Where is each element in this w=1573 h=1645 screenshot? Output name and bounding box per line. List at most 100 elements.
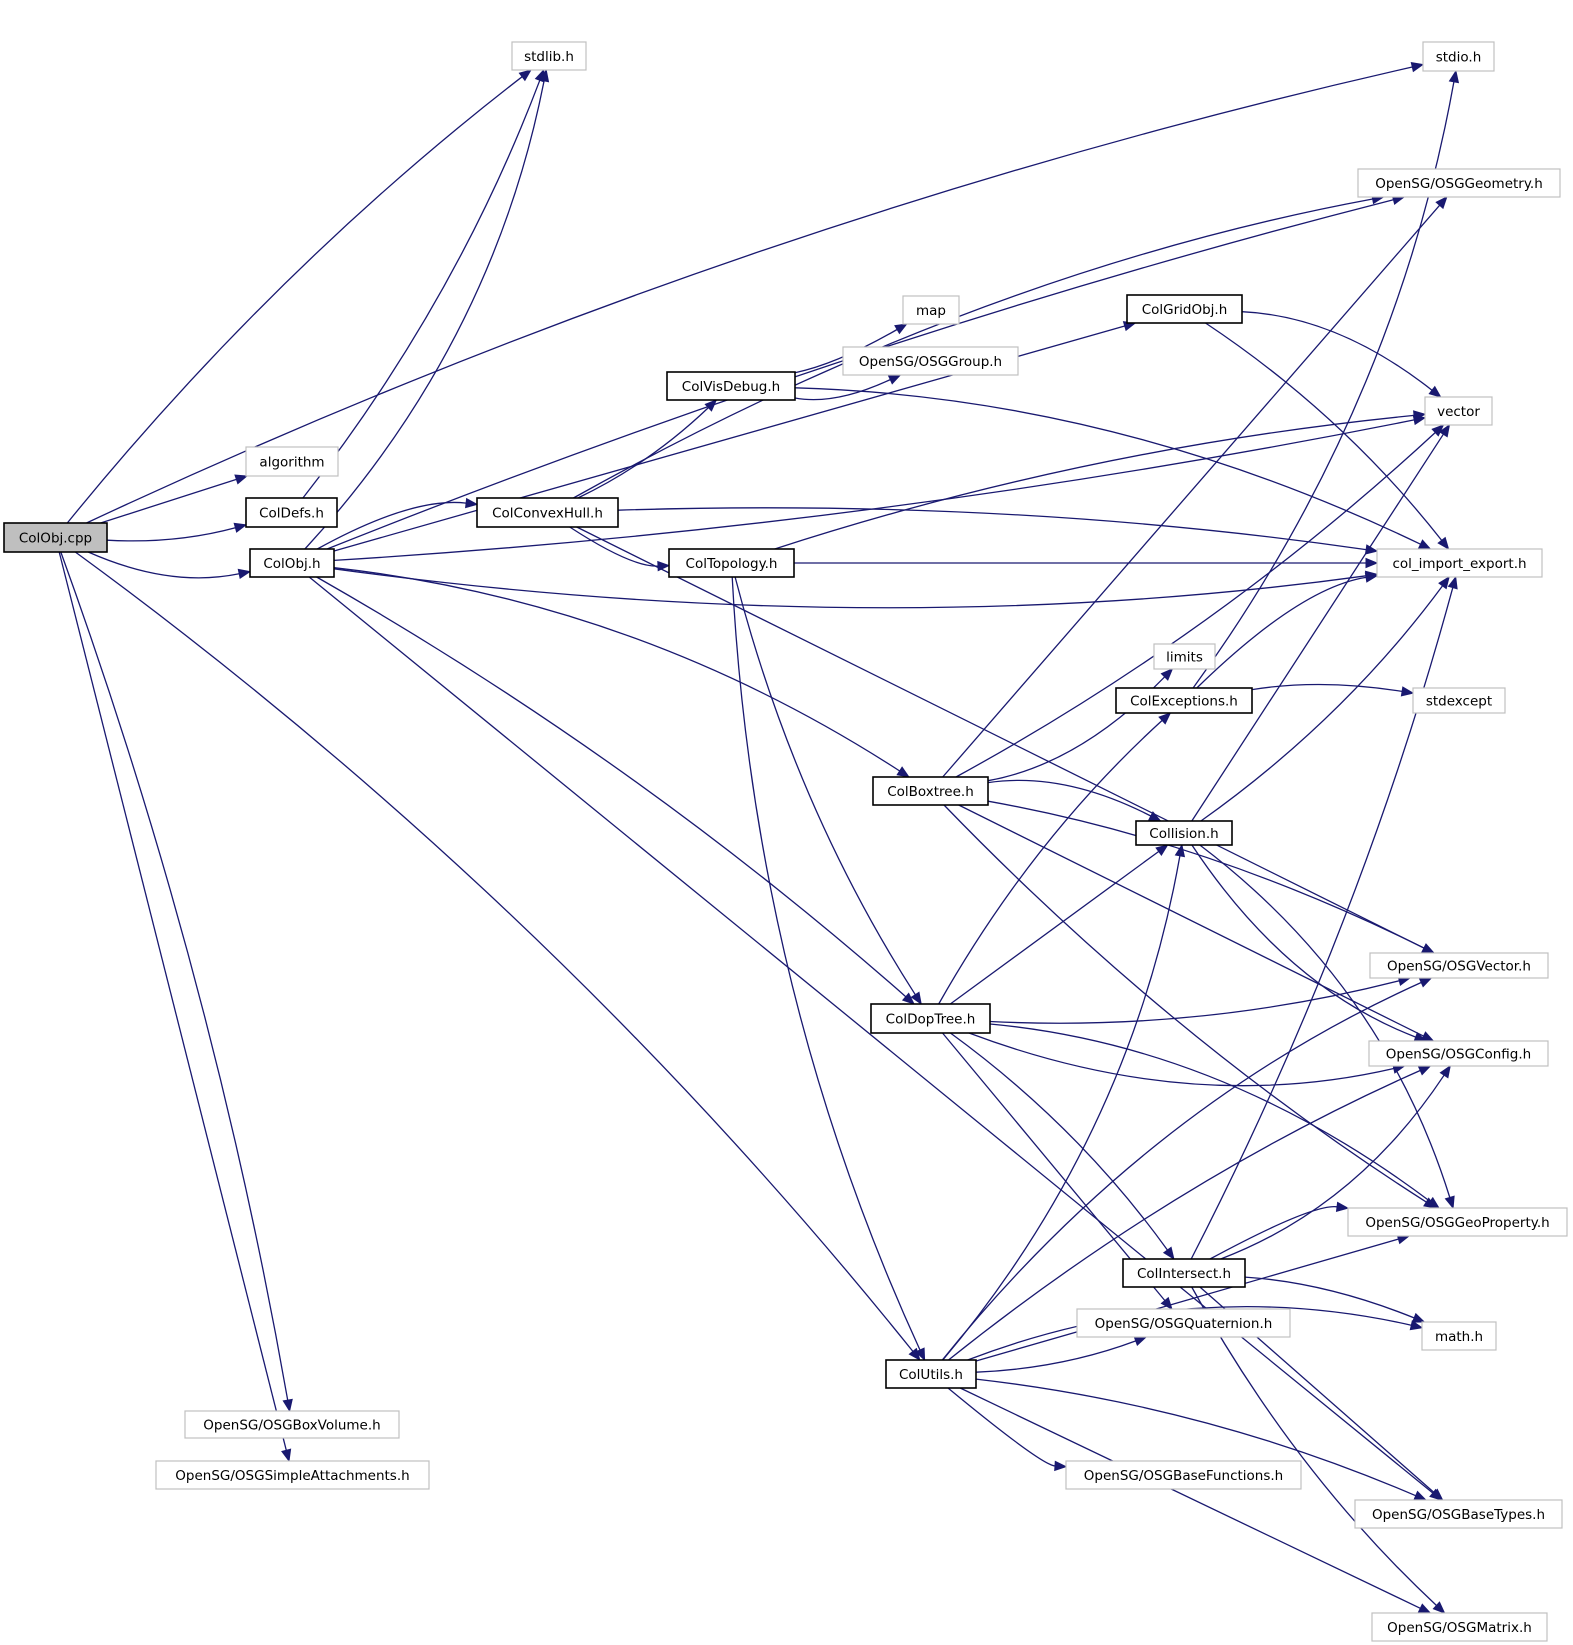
edge-coldefs-h-to-stdlib-h bbox=[302, 68, 545, 499]
arrowhead-icon bbox=[1054, 1460, 1068, 1472]
node-label: map bbox=[916, 303, 946, 319]
edge-colobj-cpp-to-opensg-osgsimpleattachments-h bbox=[58, 551, 292, 1463]
arrowhead-icon bbox=[233, 522, 248, 533]
node-label: OpenSG/OSGGeometry.h bbox=[1375, 176, 1543, 192]
edge-line bbox=[950, 1032, 1169, 1251]
node-colobj-cpp[interactable]: ColObj.cpp bbox=[3, 522, 108, 553]
edge-collision-h-to-opensg-osggeoproperty-h bbox=[1199, 844, 1455, 1210]
edge-line bbox=[60, 551, 289, 1401]
node-label: Collision.h bbox=[1149, 826, 1218, 842]
edge-colintersect-h-to-math-h bbox=[1244, 1276, 1426, 1323]
node-colgridobj-h[interactable]: ColGridObj.h bbox=[1126, 294, 1243, 324]
node-col-import-export-h: col_import_export.h bbox=[1376, 548, 1543, 578]
edge-colutils-h-to-opensg-osgvector-h bbox=[941, 977, 1433, 1361]
arrowhead-icon bbox=[237, 568, 252, 580]
node-box bbox=[245, 446, 339, 477]
arrowhead-icon bbox=[1437, 536, 1450, 551]
edge-coldoptree-h-to-colintersect-h bbox=[950, 1032, 1175, 1261]
arrowhead-icon bbox=[1133, 1336, 1148, 1346]
node-box bbox=[1371, 1612, 1548, 1642]
edge-line bbox=[1251, 683, 1403, 693]
edge-coltopology-h-to-col-import-export-h bbox=[793, 557, 1379, 569]
node-label: stdexcept bbox=[1426, 694, 1492, 710]
node-box bbox=[1357, 168, 1561, 198]
node-colintersect-h[interactable]: ColIntersect.h bbox=[1122, 1258, 1246, 1288]
arrowhead-icon bbox=[1417, 1603, 1432, 1614]
edge-colintersect-h-to-opensg-osggeoproperty-h bbox=[1209, 1201, 1350, 1260]
edge-collision-h-to-vector bbox=[1191, 423, 1451, 822]
edge-colboxtree-h-to-limits bbox=[987, 668, 1174, 782]
edge-colobj-h-to-stdlib-h bbox=[304, 68, 550, 550]
node-coldoptree-h[interactable]: ColDopTree.h bbox=[870, 1003, 991, 1034]
node-box bbox=[1354, 1499, 1563, 1529]
node-colconvexhull-h[interactable]: ColConvexHull.h bbox=[476, 497, 619, 528]
node-opensg-osgsimpleattachments-h: OpenSG/OSGSimpleAttachments.h bbox=[155, 1460, 430, 1490]
node-coldefs-h[interactable]: ColDefs.h bbox=[245, 497, 338, 528]
edge-colboxtree-h-to-vector bbox=[955, 424, 1445, 778]
edge-colgridobj-h-to-vector bbox=[1241, 311, 1442, 398]
node-box bbox=[249, 548, 335, 578]
node-vector: vector bbox=[1424, 396, 1493, 426]
node-box bbox=[511, 41, 587, 71]
edge-line bbox=[1244, 1276, 1415, 1319]
edge-line bbox=[942, 204, 1441, 778]
arrowhead-icon bbox=[281, 1448, 292, 1463]
node-box bbox=[1126, 294, 1243, 324]
edge-colexceptions-h-to-col-import-export-h bbox=[1196, 572, 1379, 689]
node-colexceptions-h[interactable]: ColExceptions.h bbox=[1115, 687, 1253, 714]
edge-line bbox=[958, 804, 1424, 1037]
node-box bbox=[1421, 1321, 1497, 1351]
edge-colconvexhull-h-to-col-import-export-h bbox=[617, 507, 1379, 555]
edge-colobj-h-to-col-import-export-h bbox=[333, 568, 1379, 609]
edge-colutils-h-to-opensg-osgbasefunctions-h bbox=[947, 1387, 1068, 1472]
edge-colutils-h-to-opensg-osggeoproperty-h bbox=[975, 1234, 1411, 1362]
edge-line bbox=[794, 387, 1421, 545]
edge-line bbox=[975, 1378, 1416, 1497]
edge-line bbox=[100, 478, 237, 524]
node-colboxtree-h[interactable]: ColBoxtree.h bbox=[872, 776, 989, 806]
arrowhead-icon bbox=[1439, 1064, 1451, 1079]
edge-colobj-cpp-to-coldefs-h bbox=[106, 522, 248, 542]
edge-colutils-h-to-opensg-osgquaternion-h bbox=[975, 1336, 1148, 1373]
edge-colintersect-h-to-opensg-osgconfig-h bbox=[1220, 1064, 1451, 1260]
edge-line bbox=[304, 80, 545, 550]
edge-colobj-h-to-vector bbox=[333, 414, 1427, 562]
node-limits: limits bbox=[1153, 643, 1216, 670]
arrowhead-icon bbox=[1438, 575, 1450, 590]
edge-line bbox=[573, 198, 1373, 499]
edge-colvisdebug-h-to-map bbox=[794, 323, 908, 374]
node-colutils-h[interactable]: ColUtils.h bbox=[885, 1359, 977, 1389]
edge-colobj-cpp-to-colobj-h bbox=[87, 551, 252, 580]
edge-line bbox=[943, 804, 1427, 1203]
node-box bbox=[155, 1460, 430, 1490]
edge-colboxtree-h-to-opensg-osggeometry-h bbox=[942, 196, 1448, 778]
node-opensg-osggeometry-h: OpenSG/OSGGeometry.h bbox=[1357, 168, 1561, 198]
arrowhead-icon bbox=[282, 1398, 293, 1413]
edge-colobj-cpp-to-stdlib-h bbox=[66, 69, 532, 524]
node-colobj-h[interactable]: ColObj.h bbox=[249, 548, 335, 578]
arrowhead-icon bbox=[901, 992, 915, 1005]
edge-line bbox=[794, 328, 898, 374]
edge-line bbox=[734, 576, 916, 996]
arrowhead-icon bbox=[1409, 1320, 1424, 1331]
node-box bbox=[1122, 1258, 1246, 1288]
edge-line bbox=[576, 526, 1425, 949]
node-opensg-osgconfig-h: OpenSG/OSGConfig.h bbox=[1368, 1040, 1549, 1067]
node-collision-h[interactable]: Collision.h bbox=[1135, 820, 1233, 846]
arrowhead-icon bbox=[1435, 196, 1448, 210]
node-stdexcept: stdexcept bbox=[1412, 687, 1506, 714]
node-opensg-osggeoproperty-h: OpenSG/OSGGeoProperty.h bbox=[1347, 1207, 1568, 1237]
arrowhead-icon bbox=[1430, 1488, 1444, 1501]
node-label: OpenSG/OSGQuaternion.h bbox=[1095, 1316, 1273, 1332]
node-colvisdebug-h[interactable]: ColVisDebug.h bbox=[666, 371, 796, 401]
node-label: OpenSG/OSGMatrix.h bbox=[1387, 1620, 1532, 1636]
edge-line bbox=[1205, 322, 1443, 541]
node-coltopology-h[interactable]: ColTopology.h bbox=[668, 548, 795, 578]
node-box bbox=[885, 1359, 977, 1389]
node-label: algorithm bbox=[259, 455, 324, 471]
edge-colutils-h-to-opensg-osgmatrix-h bbox=[959, 1387, 1432, 1614]
node-label: vector bbox=[1437, 404, 1480, 420]
node-label: ColBoxtree.h bbox=[887, 784, 974, 800]
node-opensg-osgvector-h: OpenSG/OSGVector.h bbox=[1369, 952, 1549, 979]
